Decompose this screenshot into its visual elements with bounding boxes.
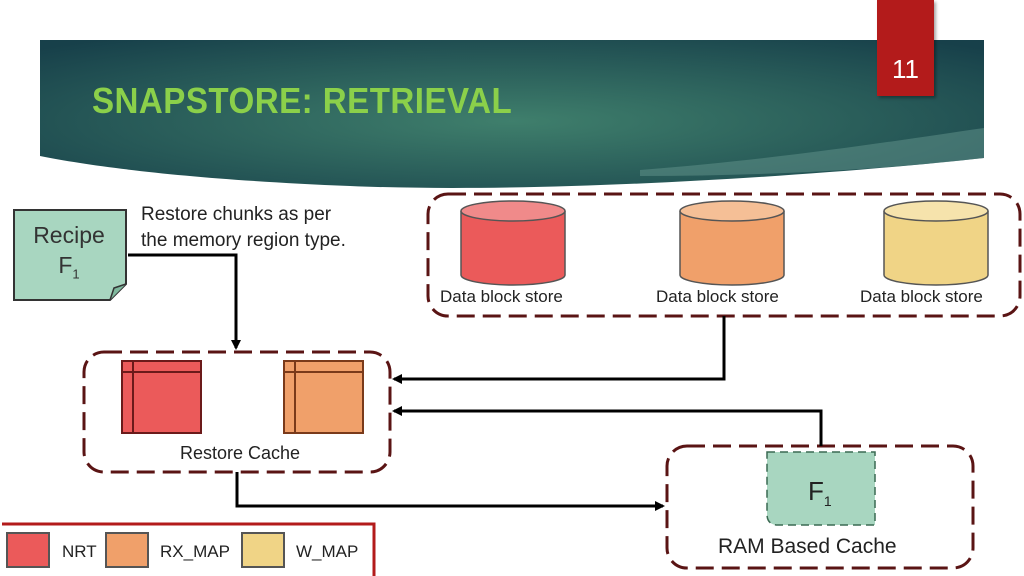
legend-label-w-map: W_MAP bbox=[296, 542, 359, 561]
ram-cache-label: RAM Based Cache bbox=[718, 535, 897, 558]
arrow-ram-cache-to-restore-cache bbox=[392, 406, 823, 446]
page-number: 11 bbox=[892, 54, 919, 84]
recipe-document bbox=[13, 209, 127, 301]
legend-label-rx-map: RX_MAP bbox=[160, 542, 230, 561]
recipe-title: Recipe bbox=[33, 222, 105, 248]
data-store-label-2: Data block store bbox=[656, 287, 779, 306]
data-store-label-1: Data block store bbox=[440, 287, 563, 306]
restore-note-line-2: the memory region type. bbox=[141, 230, 346, 251]
recipe-label: Recipe F1 bbox=[14, 220, 124, 290]
ram-cache-file bbox=[766, 451, 876, 526]
legend-frame bbox=[2, 522, 376, 576]
legend-swatch-w-map bbox=[241, 532, 285, 568]
recipe-file-name: F bbox=[58, 252, 73, 278]
data-store-label-3: Data block store bbox=[860, 287, 983, 306]
ram-cache-file-label: F1 bbox=[808, 476, 832, 509]
legend-swatch-rx-map bbox=[105, 532, 149, 568]
legend-swatch-nrt bbox=[6, 532, 50, 568]
arrow-stores-to-restore-cache bbox=[392, 316, 726, 384]
ram-cache-file-name: F bbox=[808, 476, 824, 506]
restore-cache-label: Restore Cache bbox=[180, 443, 301, 463]
recipe-file: F1 bbox=[14, 250, 124, 290]
arrow-recipe-to-restore-cache bbox=[128, 253, 241, 350]
cached-chunk-nrt bbox=[121, 360, 202, 434]
recipe-file-subscript: 1 bbox=[72, 266, 80, 282]
data-store-cylinder-w-map bbox=[883, 200, 989, 286]
restore-note-line-1: Restore chunks as per bbox=[141, 204, 332, 225]
restore-note: Restore chunks as per the memory region … bbox=[141, 202, 346, 254]
slide-title: SNAPSTORE: RETRIEVAL bbox=[92, 80, 513, 121]
data-store-cylinder-rx-map bbox=[679, 200, 785, 286]
cached-chunk-rx-map bbox=[283, 360, 364, 434]
restore-cache-container bbox=[82, 350, 392, 474]
legend-label-nrt: NRT bbox=[62, 542, 97, 561]
page-number-tab bbox=[877, 0, 934, 96]
ram-cache-file-subscript: 1 bbox=[823, 493, 832, 510]
arrow-restore-cache-to-ram-cache bbox=[235, 472, 665, 511]
data-store-cylinder-nrt bbox=[460, 200, 566, 286]
